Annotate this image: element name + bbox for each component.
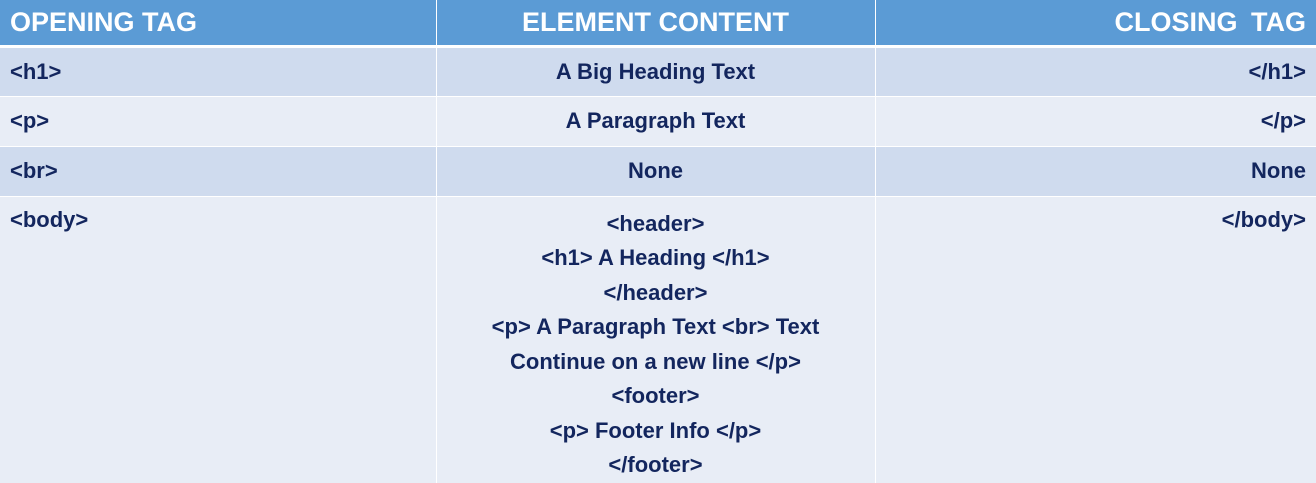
element-content-cell: None xyxy=(436,145,876,196)
content-line: <header> xyxy=(606,210,705,236)
body-content-lines: <header> <h1> A Heading </h1> </header> … xyxy=(447,207,865,483)
content-line: <p> Footer Info </p> xyxy=(549,417,762,443)
table-row: <p> A Paragraph Text </p> xyxy=(0,95,1316,146)
element-content-cell: A Paragraph Text xyxy=(436,95,876,146)
header-element-content: ELEMENT CONTENT xyxy=(436,0,876,48)
closing-tag-cell: None xyxy=(875,145,1316,196)
opening-tag-cell: <br> xyxy=(0,145,437,196)
header-closing-tag: CLOSING TAG xyxy=(875,0,1316,48)
element-content-cell: A Big Heading Text xyxy=(436,45,876,96)
header-opening-tag: OPENING TAG xyxy=(0,0,437,48)
table-header-row: OPENING TAG ELEMENT CONTENT CLOSING TAG xyxy=(0,0,1316,48)
content-line: <h1> A Heading </h1> xyxy=(541,245,770,270)
table-row: <br> None None xyxy=(0,145,1316,196)
opening-tag-cell: <body> xyxy=(0,195,437,483)
content-line: <p> A Paragraph Text <br> Text xyxy=(491,314,820,339)
opening-tag-cell: <p> xyxy=(0,95,437,146)
opening-tag-cell: <h1> xyxy=(0,45,437,96)
content-line: <footer> xyxy=(611,383,700,408)
table-row: <body> <header> <h1> A Heading </h1> </h… xyxy=(0,195,1316,483)
table-row: <h1> A Big Heading Text </h1> xyxy=(0,45,1316,96)
content-line: </footer> xyxy=(608,452,703,477)
closing-tag-cell: </p> xyxy=(875,95,1316,146)
content-line: </header> xyxy=(603,279,708,305)
closing-tag-cell: </h1> xyxy=(875,45,1316,96)
content-line: Continue on a new line </p> xyxy=(510,348,801,374)
element-content-cell: <header> <h1> A Heading </h1> </header> … xyxy=(436,195,876,483)
closing-tag-cell: </body> xyxy=(875,195,1316,483)
